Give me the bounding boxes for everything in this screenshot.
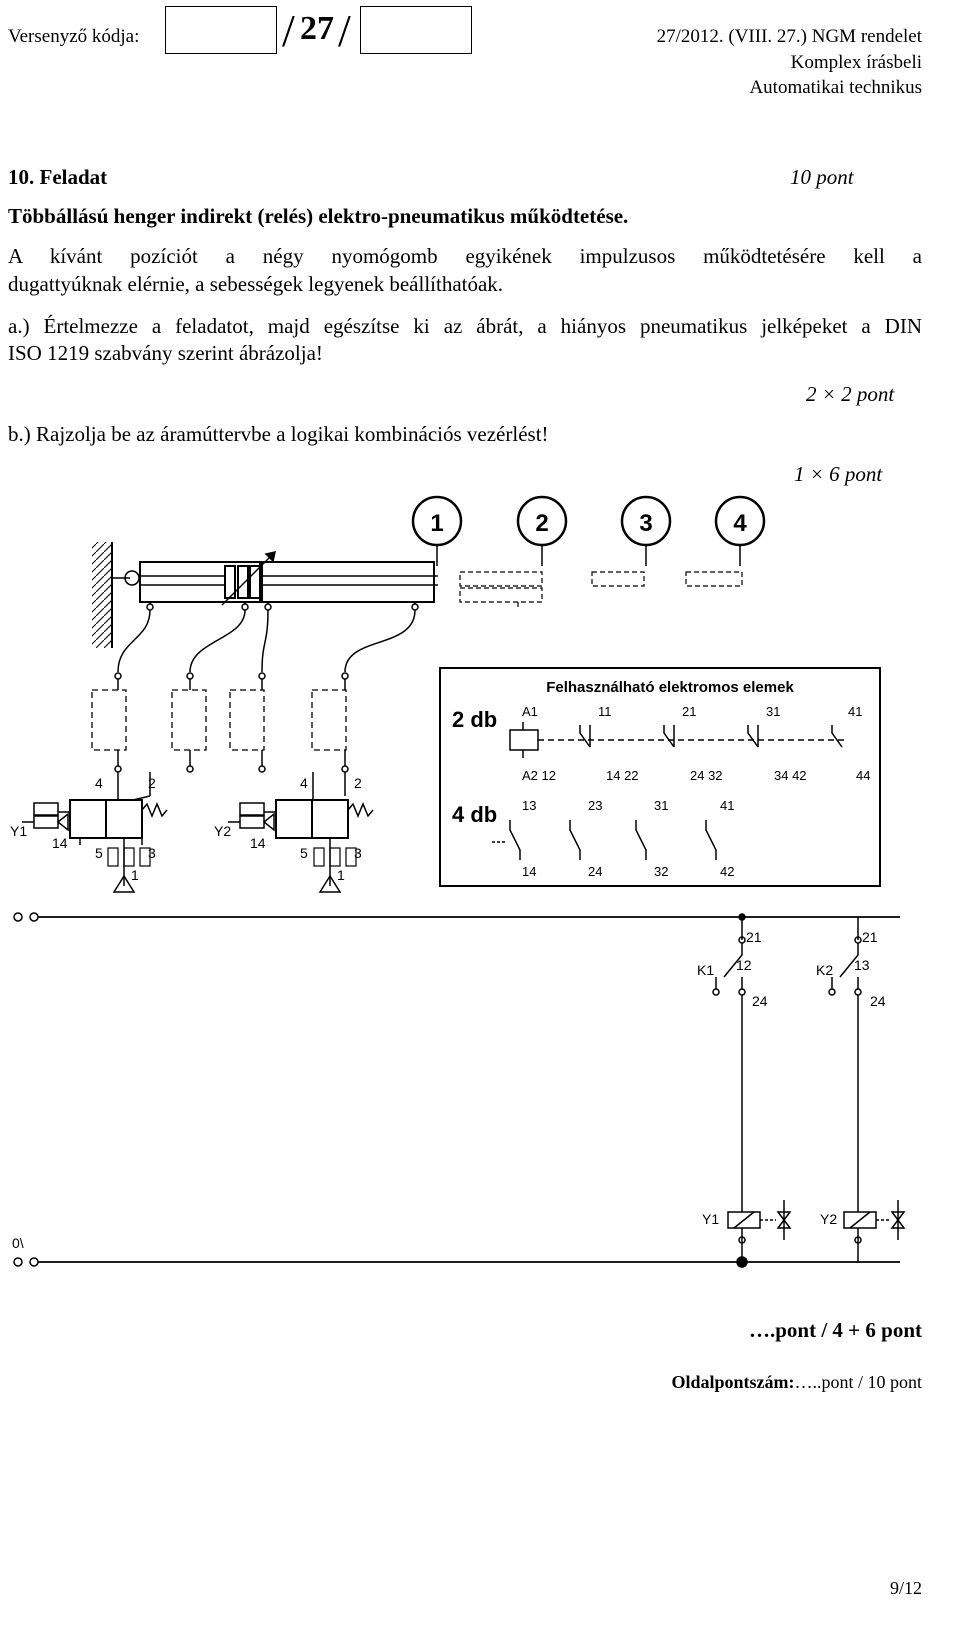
part-b: b.) Rajzolja be az áramúttervbe a logika… bbox=[8, 422, 549, 446]
valve2-coil: Y2 bbox=[214, 823, 231, 839]
position-4: 4 bbox=[714, 495, 766, 566]
valve1-port14: 14 bbox=[52, 835, 68, 851]
k1-nc: 12 bbox=[736, 957, 752, 973]
competitor-code-box[interactable] bbox=[165, 6, 277, 54]
button-bottom-label: 14 bbox=[522, 864, 536, 879]
task-subtitle: Többállású henger indirekt (relés) elekt… bbox=[8, 204, 629, 228]
slash-right: / bbox=[338, 5, 351, 56]
k1-contact-21: 21 bbox=[746, 929, 762, 945]
exam-type: Komplex írásbeli bbox=[790, 52, 922, 73]
button-count: 4 db bbox=[452, 802, 497, 827]
slash-left: / bbox=[282, 5, 295, 56]
profession: Automatikai technikus bbox=[749, 77, 922, 98]
relay-top-label: 31 bbox=[766, 704, 780, 719]
relay-bottom-label: 44 bbox=[856, 768, 870, 783]
zero-volt-label: 0\ bbox=[12, 1235, 24, 1251]
relay-bottom-label: 34 42 bbox=[774, 768, 807, 783]
task-points: 10 pont bbox=[790, 165, 854, 189]
position-3: 3 bbox=[620, 495, 672, 566]
relay-top-label: A1 bbox=[522, 704, 538, 719]
button-top-label: 41 bbox=[720, 798, 734, 813]
valve2-port14: 14 bbox=[250, 835, 266, 851]
valve2-port2: 2 bbox=[354, 775, 362, 791]
part-a-line2: ISO 1219 szabvány szerint ábrázolja! bbox=[8, 341, 323, 365]
page-score-value: …..pont / 10 pont bbox=[794, 1372, 922, 1392]
k1-no: 24 bbox=[752, 993, 768, 1009]
position-2: 2 bbox=[516, 495, 568, 566]
position-label: 2 bbox=[535, 510, 548, 537]
valve1-coil: Y1 bbox=[10, 823, 27, 839]
button-top-label: 31 bbox=[654, 798, 668, 813]
cylinder-right bbox=[249, 561, 438, 603]
task-number: 10. Feladat bbox=[8, 165, 108, 189]
position-label: 4 bbox=[733, 510, 747, 537]
circuit-diagram bbox=[13, 912, 906, 1268]
valve2-port5: 5 bbox=[300, 845, 308, 861]
valve2-port3: 3 bbox=[354, 845, 362, 861]
regulation: 27/2012. (VIII. 27.) NGM rendelet bbox=[656, 26, 922, 47]
k2-no: 24 bbox=[870, 993, 886, 1009]
k1-label: K1 bbox=[697, 962, 714, 978]
valve1-port3: 3 bbox=[148, 845, 156, 861]
valve1-port4: 4 bbox=[95, 775, 103, 791]
score-line: ….pont / 4 + 6 pont bbox=[748, 1318, 922, 1342]
k2-contact-21: 21 bbox=[862, 929, 878, 945]
valve-1 bbox=[22, 772, 168, 893]
button-bottom-label: 42 bbox=[720, 864, 734, 879]
relay-top-label: 41 bbox=[848, 704, 862, 719]
valve2-port4: 4 bbox=[300, 775, 308, 791]
elements-box-title: Felhasználható elektromos elemek bbox=[546, 679, 794, 696]
k2-label: K2 bbox=[816, 962, 833, 978]
button-bottom-label: 32 bbox=[654, 864, 668, 879]
page-fraction: 27 bbox=[300, 10, 334, 47]
y1-coil-label: Y1 bbox=[702, 1211, 719, 1227]
code-box-right[interactable] bbox=[360, 6, 472, 54]
page-number: 9/12 bbox=[889, 1578, 922, 1598]
competitor-code-label: Versenyző kódja: bbox=[8, 26, 140, 47]
cylinder-left bbox=[139, 561, 261, 603]
position-label: 1 bbox=[430, 510, 443, 537]
intro-line1: A kívánt pozíciót a négy nyomógomb egyik… bbox=[8, 244, 922, 268]
k2-nc: 13 bbox=[854, 957, 870, 973]
y2-coil-label: Y2 bbox=[820, 1211, 837, 1227]
valve1-port1: 1 bbox=[131, 867, 139, 883]
part-a-points: 2 × 2 pont bbox=[806, 382, 895, 406]
valve2-port1: 1 bbox=[337, 867, 345, 883]
part-a-line1: a.) Értelmezze a feladatot, majd egészít… bbox=[8, 314, 922, 338]
valve1-port5: 5 bbox=[95, 845, 103, 861]
button-top-label: 23 bbox=[588, 798, 602, 813]
page-score: Oldalpontszám:…..pont / 10 pont bbox=[671, 1372, 922, 1393]
position-label: 3 bbox=[639, 510, 652, 537]
relay-bottom-label: A2 12 bbox=[522, 768, 556, 783]
part-b-points: 1 × 6 pont bbox=[794, 462, 883, 486]
relay-count: 2 db bbox=[452, 707, 497, 732]
intro-line2: dugattyúknak elérnie, a sebességek legye… bbox=[8, 272, 504, 296]
valve-2 bbox=[228, 772, 374, 893]
button-bottom-label: 24 bbox=[588, 864, 602, 879]
valve1-port2: 2 bbox=[148, 775, 156, 791]
relay-top-label: 11 bbox=[598, 704, 612, 719]
pneumatic-electric-diagram: 1 2 3 4 bbox=[10, 495, 906, 1268]
relay-bottom-label: 14 22 bbox=[606, 768, 639, 783]
position-1: 1 bbox=[411, 495, 463, 566]
relay-top-label: 21 bbox=[682, 704, 696, 719]
button-top-label: 13 bbox=[522, 798, 536, 813]
page-score-label: Oldalpontszám: bbox=[671, 1372, 795, 1392]
wall-hatch bbox=[92, 542, 112, 648]
electrical-elements-box: Felhasználható elektromos elemek 2 db A1… bbox=[439, 667, 881, 887]
relay-bottom-label: 24 32 bbox=[690, 768, 723, 783]
